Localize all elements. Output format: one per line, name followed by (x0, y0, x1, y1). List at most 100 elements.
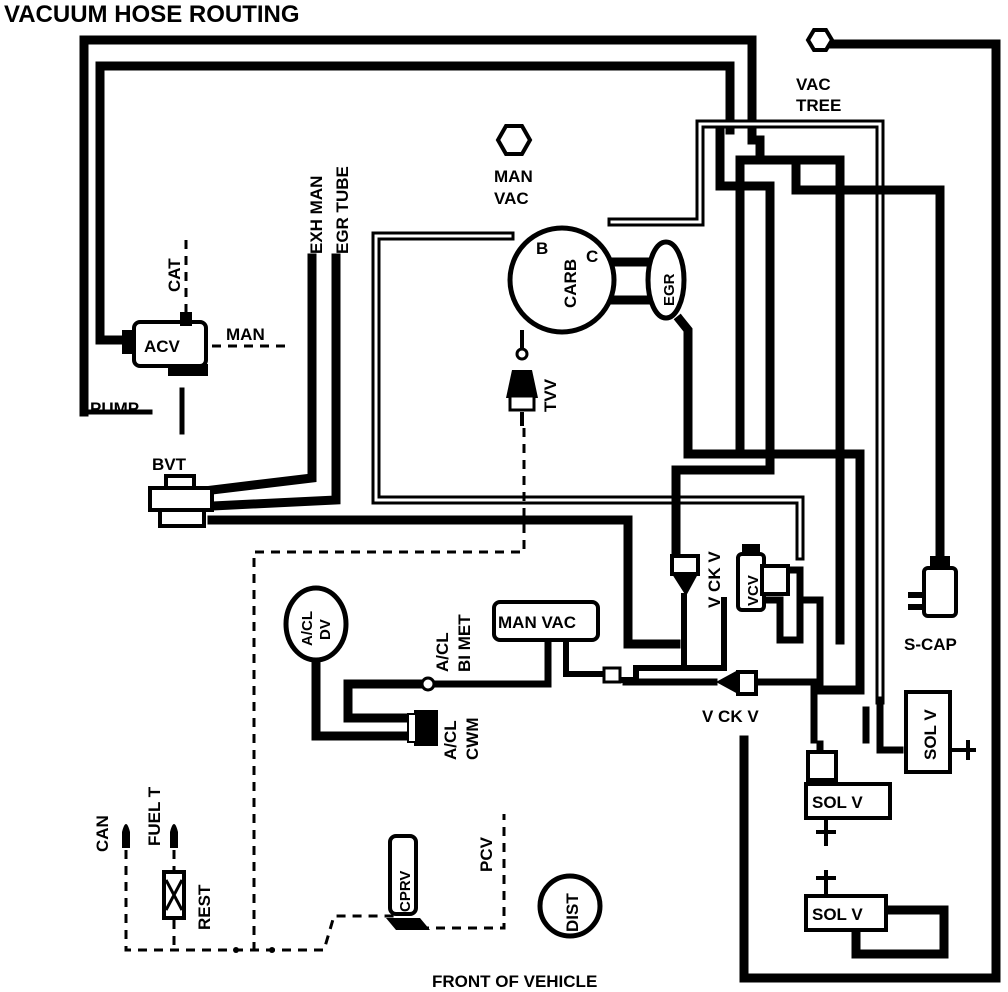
vacuum-hoses (79, 35, 1001, 983)
man-vac-box: MAN VAC (492, 600, 600, 642)
a-cl-cwm-body (414, 710, 438, 746)
man-vac-label-2: VAC (494, 189, 529, 208)
sol-v-bottom: SOL V (804, 870, 888, 932)
dashed-tvv (252, 428, 526, 950)
hose-man-vac-bimet (428, 636, 552, 688)
tvv-body-bottom (508, 394, 536, 412)
junction-dot-1 (233, 947, 239, 953)
bvt-base (158, 508, 206, 528)
connector-small (602, 666, 622, 684)
sol-v-mid-terminal (816, 818, 836, 846)
acv-label: ACV (144, 337, 181, 356)
tvv-body-top (506, 370, 538, 398)
vac-tree-label-2: TREE (796, 96, 841, 115)
vac-tree-hex-icon (805, 28, 835, 52)
hose-sol-bottom (851, 905, 949, 959)
a-cl-dv: A/CL DV (283, 585, 349, 663)
sol-v-mid-body (804, 782, 892, 820)
bvt-body (148, 486, 214, 512)
carburetor: B C CARB (507, 225, 617, 335)
carb-port-c-label: C (586, 247, 598, 266)
vcv-label: VCV (745, 575, 762, 606)
sol-v-right-body (904, 690, 952, 774)
man-vac-box-label: MAN VAC (498, 613, 576, 632)
sol-v-mid-label: SOL V (812, 793, 863, 812)
s-cap-body (922, 566, 958, 618)
v-ck-v-upper-label: V CK V (705, 551, 724, 608)
man-vac-box-body (492, 600, 600, 642)
bvt-valve: BVT (148, 455, 214, 528)
dashed-lines (124, 240, 526, 952)
a-cl-dv-label-1: A/CL (299, 611, 316, 646)
hose-bimet-cwm (343, 679, 429, 723)
s-cap-port-2 (908, 604, 926, 610)
a-cl-cwm-label-2: CWM (463, 718, 482, 760)
hose-vcv-right (796, 596, 824, 694)
dist-body (537, 873, 603, 939)
vcv-port (760, 564, 790, 596)
front-of-vehicle-label: FRONT OF VEHICLE (432, 972, 597, 991)
man-vac-label-1: MAN (494, 167, 533, 186)
cat-label: CAT (165, 258, 184, 292)
vcv-valve: VCV (736, 544, 790, 612)
junction-dot-2 (269, 947, 275, 953)
hose-vac-tree-sol (755, 135, 845, 645)
sol-v-mid: SOL V (804, 750, 892, 846)
a-cl-cwm: A/CL CWM (407, 710, 482, 760)
v-ck-v-lower-label: V CK V (702, 707, 759, 726)
a-cl-cwm-label-1: A/CL (441, 720, 460, 760)
a-cl-dv-label-2: DV (317, 619, 334, 640)
s-cap-port-1 (908, 592, 926, 598)
carb-body (507, 225, 617, 335)
acv-port-left (122, 330, 136, 354)
hose-carb-loop-inner (374, 234, 802, 558)
a-cl-bi-met-label-1: A/CL (433, 632, 452, 672)
sol-v-bottom-label: SOL V (812, 905, 863, 924)
hose-outer-right (739, 39, 1001, 983)
hose-carb-c-inner (610, 122, 882, 702)
egr-body (645, 239, 687, 321)
man-label: MAN (226, 325, 265, 344)
dashed-lower-left (124, 850, 394, 952)
v-ck-v-lower-valve: V CK V (702, 670, 759, 726)
hose-lower-vck (622, 678, 818, 744)
rest-label: REST (195, 884, 214, 930)
a-cl-bi-met-icon (420, 676, 436, 692)
v-ck-v-lower-right (736, 670, 758, 696)
hose-sol-right (876, 696, 904, 754)
carb-label: CARB (561, 259, 580, 308)
diagram-title: VACUUM HOSE ROUTING (4, 1, 300, 28)
tvv-top-port (515, 347, 529, 361)
acv-port-bottom (168, 364, 208, 376)
fuel-t-fitting-icon (170, 824, 178, 848)
dist-label: DIST (563, 893, 582, 932)
hose-dv-cwm (311, 655, 419, 741)
vcv-cap (742, 544, 760, 556)
can-fitting-icon (122, 824, 130, 848)
a-cl-cwm-ports (407, 713, 417, 743)
v-ck-v-upper-valve: V CK V (670, 551, 724, 608)
v-ck-v-upper-top (670, 554, 700, 576)
sol-v-right-label: SOL V (921, 709, 940, 760)
hose-vac-tree-scap (735, 155, 945, 565)
acv-port-top (180, 312, 192, 326)
distributor: DIST (537, 873, 603, 939)
cprv-valve: CPRV (386, 834, 430, 930)
sol-v-right-terminal (950, 740, 976, 760)
hose-outer-top (79, 35, 757, 417)
tvv-valve: TVV (506, 347, 560, 426)
s-cap-label: S-CAP (904, 635, 957, 654)
sol-v-mid-port (806, 750, 838, 782)
v-ck-v-upper-bottom (672, 574, 698, 596)
sol-v-bottom-body (804, 894, 888, 932)
a-cl-dv-body (283, 585, 349, 663)
bvt-label: BVT (152, 455, 187, 474)
hose-vac-tree-vck (671, 125, 775, 565)
rest-x-icon (164, 879, 184, 911)
exh-man-label: EXH MAN (307, 176, 326, 254)
hose-inner-top (95, 61, 735, 345)
v-ck-v-lower-left (716, 670, 738, 694)
a-cl-bi-met-label-2: BI MET (455, 614, 474, 672)
hose-vcv (756, 566, 804, 644)
